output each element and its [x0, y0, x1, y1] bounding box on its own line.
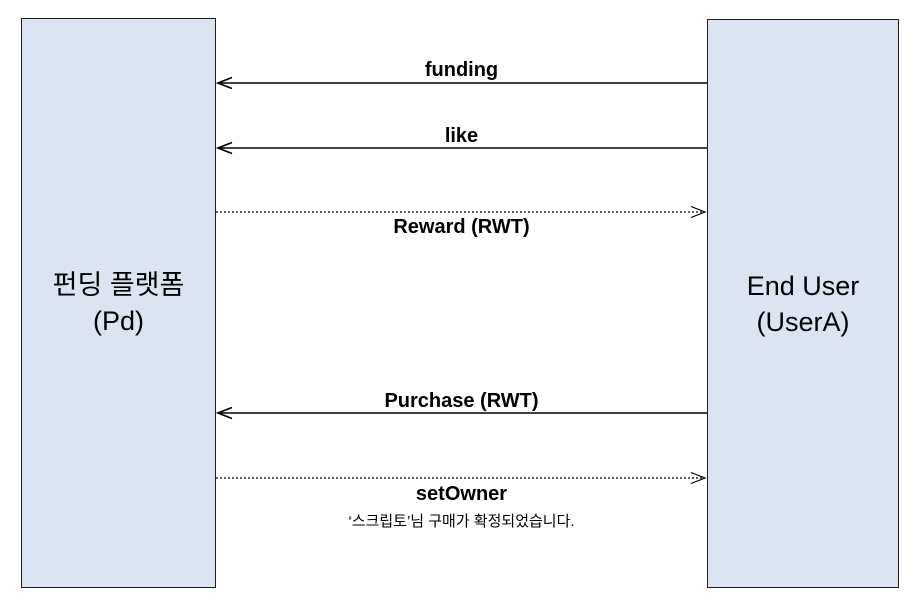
message-label-reward: Reward (RWT) — [393, 216, 530, 238]
arrow-reward-right — [216, 205, 707, 219]
actor-end-user-name: End User — [746, 270, 860, 301]
actor-funding-platform-label: 펀딩 플랫폼 (Pd) — [53, 267, 185, 339]
message-label-like: like — [444, 125, 479, 147]
message-label-purchase: Purchase (RWT) — [384, 390, 539, 412]
actor-end-user-subname: (UserA) — [756, 306, 850, 337]
arrow-setowner-right — [216, 471, 707, 485]
actor-funding-platform-subname: (Pd) — [92, 306, 144, 336]
arrow-funding-left — [216, 76, 707, 90]
arrow-purchase-left — [216, 406, 707, 420]
message-label-setowner: setOwner — [415, 483, 508, 505]
actor-funding-platform: 펀딩 플랫폼 (Pd) — [21, 18, 216, 588]
purchase-confirmation-note: ‘스크립토’님 구매가 확정되었습니다. — [348, 513, 575, 530]
actor-end-user: End User (UserA) — [707, 19, 899, 588]
message-label-funding: funding — [424, 59, 499, 81]
actor-funding-platform-name: 펀딩 플랫폼 — [52, 270, 185, 300]
actor-end-user-label: End User (UserA) — [747, 268, 860, 340]
arrow-like-left — [216, 141, 707, 155]
